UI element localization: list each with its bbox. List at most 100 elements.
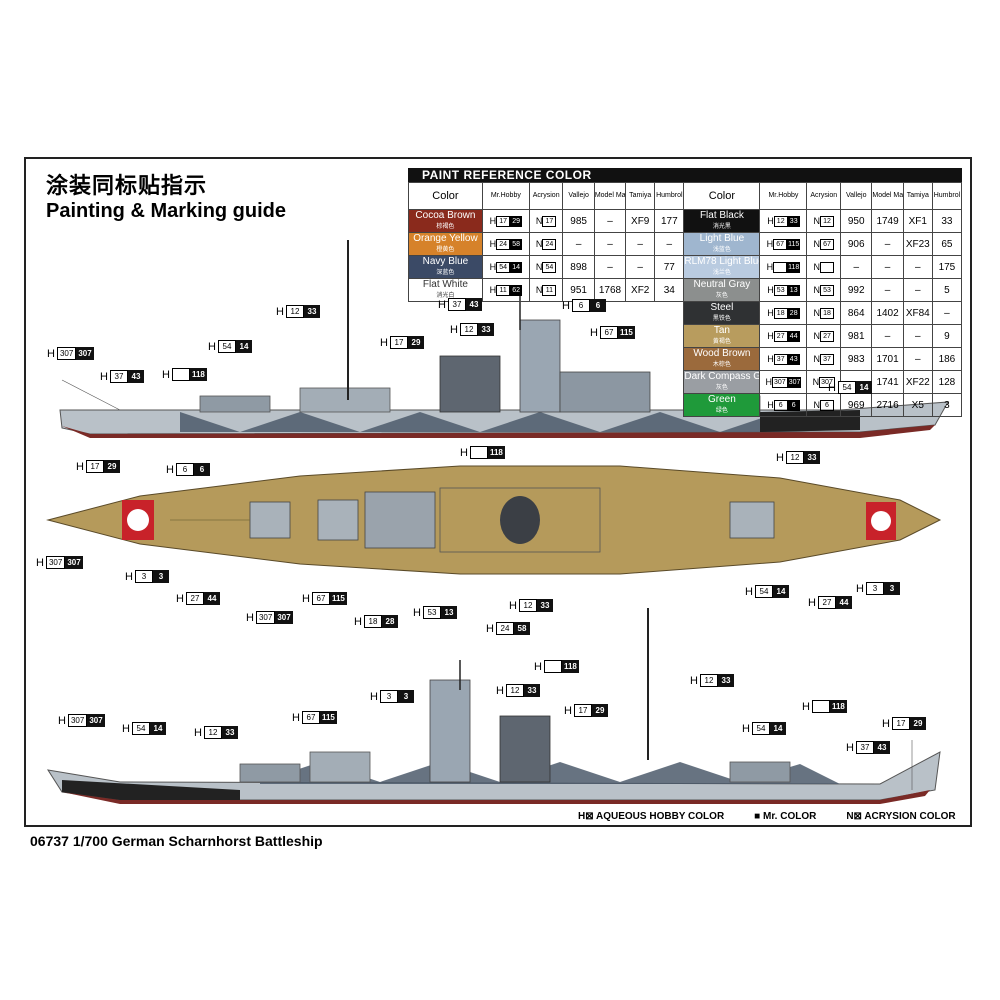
callout-aqueous-code: 307 [45, 556, 66, 569]
model-master-code: – [871, 255, 904, 279]
callout-aqueous-code: 307 [255, 611, 276, 624]
callout-mr-code: 33 [477, 323, 494, 336]
callout-mr-code: 307 [76, 347, 94, 360]
callout-prefix: H [58, 714, 66, 727]
callout-mr-code: 14 [769, 722, 786, 735]
tamiya-code: X5 [902, 393, 933, 417]
callout-aqueous-code: 12 [785, 451, 804, 464]
column-header: Humbrol [931, 182, 963, 210]
callout-prefix: H [776, 451, 784, 464]
vallejo-code: 898 [562, 255, 595, 279]
title-chinese: 涂装同标贴指示 [46, 174, 208, 199]
legend-acrysion: N⊠ ACRYSION COLOR [846, 811, 956, 822]
tamiya-code: XF84 [902, 301, 933, 325]
tamiya-code: XF9 [625, 209, 656, 233]
vallejo-code: – [562, 232, 595, 256]
callout-prefix: H [802, 700, 810, 713]
tamiya-code: XF2 [625, 278, 656, 302]
callout-mr-code: 14 [855, 381, 872, 394]
callout-mr-code: 6 [589, 299, 606, 312]
humbrol-code: 3 [931, 393, 963, 417]
callout-prefix: H [276, 305, 284, 318]
callout-mr-code: 29 [909, 717, 926, 730]
callout-aqueous-code: 54 [837, 381, 856, 394]
color-name-cn: 灰色 [715, 292, 728, 299]
humbrol-code: – [654, 232, 685, 256]
callout-prefix: H [856, 582, 864, 595]
callout-mr-code: 118 [561, 660, 579, 673]
callout-aqueous-code: 3 [134, 570, 153, 583]
color-name: Flat White [422, 279, 468, 291]
callout-prefix: H [438, 298, 446, 311]
humbrol-code: 186 [931, 347, 963, 371]
color-name-cn: 黑铁色 [712, 315, 731, 322]
callout-prefix: H [590, 326, 598, 339]
model-master-code: – [593, 255, 627, 279]
callout-aqueous-code: 67 [599, 326, 618, 339]
callout-aqueous-code: 12 [505, 684, 524, 697]
color-name: Light Blue [699, 233, 745, 245]
color-name-cn: 绿色 [715, 407, 728, 414]
callout-aqueous-code [543, 660, 562, 673]
callout-aqueous-code: 12 [285, 305, 304, 318]
color-name: Wood Brown [693, 348, 751, 360]
column-header: Acrysion [528, 182, 564, 210]
callout-mr-code: 118 [487, 446, 505, 459]
callout-mr-code: 115 [617, 326, 635, 339]
color-name-cn: 木棕色 [712, 361, 731, 368]
callout-mr-code: 3 [883, 582, 900, 595]
humbrol-code: 177 [654, 209, 685, 233]
callout-aqueous-code: 307 [67, 714, 88, 727]
model-master-code: – [871, 278, 904, 302]
callout-mr-code: 33 [303, 305, 320, 318]
color-name: Neutral Gray [693, 279, 751, 291]
paint-row: Dark Compass Ghost Grey灰色H307307N307–174… [409, 370, 963, 394]
callout-mr-code: 6 [193, 463, 210, 476]
callout-mr-code: 29 [407, 336, 424, 349]
callout-prefix: H [47, 347, 55, 360]
callout-aqueous-code: 54 [751, 722, 770, 735]
title-english: Painting & Marking guide [46, 200, 287, 222]
callout-mr-code: 43 [873, 741, 890, 754]
callout-prefix: H [292, 711, 300, 724]
model-master-code: 1701 [871, 347, 904, 371]
color-name: Dark Compass Ghost Grey [684, 371, 759, 383]
callout-aqueous-code: 27 [185, 592, 204, 605]
color-name: Cocoa Brown [415, 210, 476, 222]
callout-prefix: H [690, 674, 698, 687]
model-master-code: – [593, 232, 627, 256]
vallejo-code: – [840, 255, 873, 279]
vallejo-code: 864 [840, 301, 873, 325]
callout-mr-code: 33 [536, 599, 553, 612]
callout-aqueous-code: 24 [495, 622, 514, 635]
callout-mr-code: 13 [440, 606, 457, 619]
tamiya-code: – [625, 232, 656, 256]
